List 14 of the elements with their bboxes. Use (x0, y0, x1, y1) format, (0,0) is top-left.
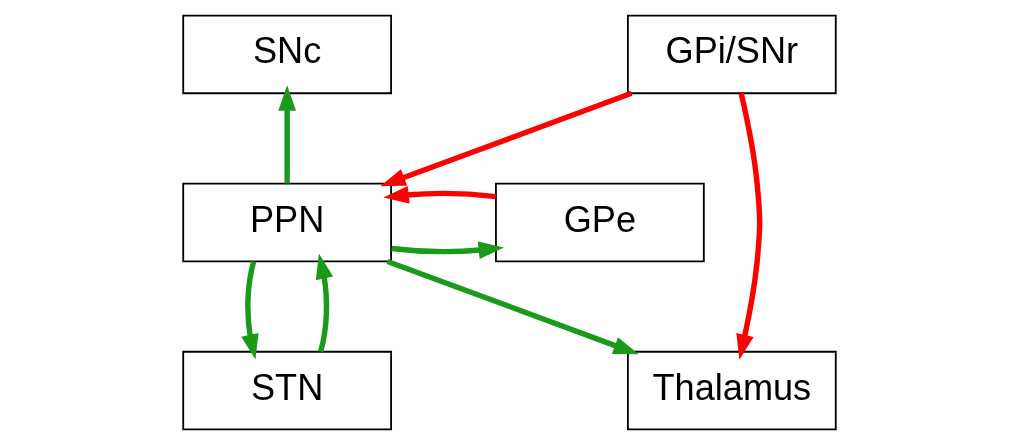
node-box: STN (181, 350, 392, 431)
arrow (379, 90, 632, 187)
arrow (277, 85, 296, 184)
node-box: SNc (181, 14, 392, 95)
node-box: Thalamus (626, 350, 837, 431)
arrow (386, 258, 639, 355)
node-box: PPN (181, 182, 392, 263)
arrow (390, 241, 504, 260)
node-box: GPi/SNr (626, 14, 837, 95)
arrow (382, 185, 496, 204)
arrow (240, 260, 259, 360)
arrow (735, 92, 762, 360)
arrow (315, 253, 333, 353)
node-box: GPe (494, 182, 705, 263)
